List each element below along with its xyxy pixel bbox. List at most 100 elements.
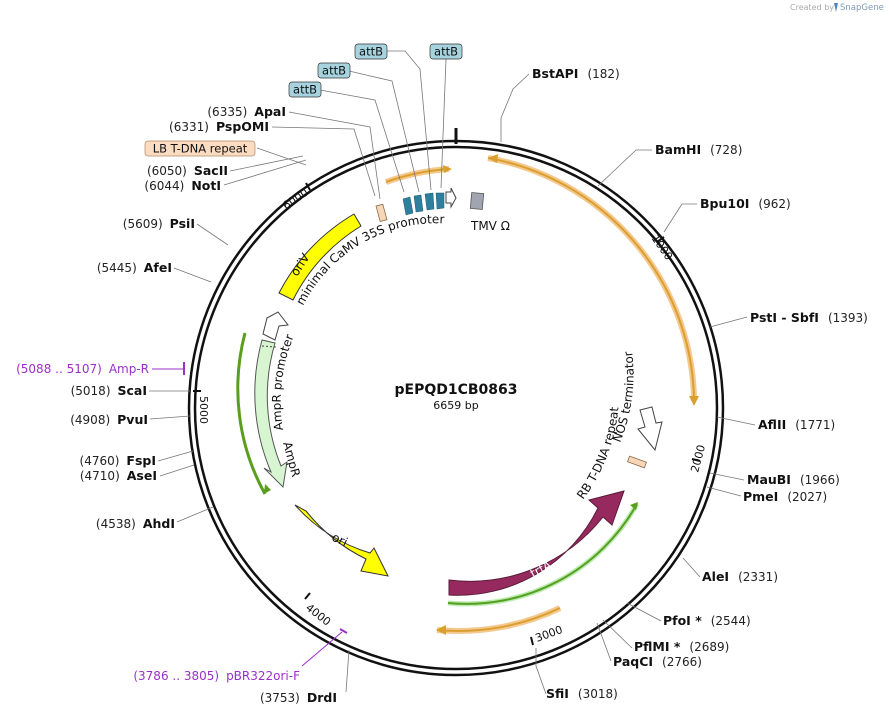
tick-mark-2000 [691,458,701,462]
tick-mark-3000 [530,636,534,646]
enzyme-pspomi: (6331)PspOMI [169,119,269,134]
leader-line [535,648,547,695]
features [236,154,699,635]
orange-small-arrowhead [443,165,452,173]
lb-repeat-block [375,203,388,222]
orange-feature-arrowhead-start [488,154,498,163]
enzyme-pmei: PmeI(2027) [743,489,827,504]
orange-bottom-arrowhead [436,625,446,635]
oriv-arrow [278,213,362,301]
orange-feature-glow [487,155,697,399]
leader-line [256,147,307,166]
green-feature-arrowhead [630,502,638,510]
ori-arrow [294,504,389,577]
enzyme-asei: (4710)AseI [80,468,157,483]
leader-line [348,70,420,193]
ampr-arrow [254,339,288,489]
tick-label-6000: 6000 [280,186,310,213]
lb-repeat-box-label: LB T-DNA repeat [153,142,248,156]
ampr-promoter-arrow [262,311,289,341]
attb-segment [402,196,414,216]
leader-line [706,486,742,497]
attb-label: attB [293,83,317,97]
leader-line [596,622,612,662]
enzyme-labels-right: BstAPI(182) BamHI(728) Bpu10I(962) PstI … [532,66,868,701]
leader-line [271,126,376,197]
ampr-direction-line [236,332,267,495]
leader-line [663,203,697,233]
leader-line [223,159,307,186]
enzyme-sfii: SfiI(3018) [546,686,618,701]
attb-label: attB [434,45,458,59]
leader-line [159,464,195,477]
enzyme-bamhi: BamHI(728) [655,142,742,157]
leader-line [288,111,381,200]
primer-pbr322ori-f: (3786 .. 3805)pBR322ori-F [133,669,300,683]
credit-created-by: Created by [790,3,834,12]
leader-line [682,557,701,578]
orange-feature-arrowhead [689,396,699,406]
snapgene-credit: Created by SnapGene [790,3,884,13]
enzyme-psii: (5609)PsiI [123,216,195,231]
enzyme-aflii: AflII(1771) [758,417,835,432]
leader-line [157,450,194,462]
ori-label: ori [330,530,350,549]
attb-box [317,62,351,79]
enzyme-bpu10i: Bpu10I(962) [700,196,791,211]
tick-label-2000: 2000 [688,443,708,473]
leader-line [176,506,214,523]
plasmid-size: 6659 bp [433,399,478,412]
enzyme-pvui: (4908)PvuI [70,412,148,427]
leader-line [626,602,662,622]
tick-label-5000: 5000 [197,396,210,424]
attb-box [429,43,463,60]
tmv-omega-block [469,192,485,210]
enzyme-noti: (6044)NotI [144,178,221,193]
enzyme-ahdi: (4538)AhdI [96,516,175,531]
enzyme-scai: (5018)ScaI [71,383,147,398]
enzyme-labels-left: (3753)DrdI (4538)AhdI (4710)AseI (4760)F… [70,104,337,705]
leader-line [597,149,652,187]
enzyme-psti-sbfi: PstI - SbfI(1393) [750,310,868,325]
plasmid-backbone [187,128,725,677]
enzyme-alei: AleI(2331) [702,569,778,584]
attb-segments [402,192,445,216]
tick-mark-4000 [304,592,311,600]
ampr-direction-arrowhead [264,484,271,494]
tick-mark-6000 [305,182,311,191]
leader-line [602,619,633,649]
leader-line [500,73,530,142]
credit-app: SnapGene [840,3,884,13]
attb-segment [435,192,445,210]
snapgene-logo-icon [834,3,838,12]
leader-line [345,649,350,693]
enzyme-paqci: PaqCI(2766) [613,654,702,669]
boxed-feature-labels: attB attB attB attB LB T-DNA repeat [144,43,463,157]
enzyme-afei: (5445)AfeI [97,260,172,275]
attb-segment [424,192,435,211]
leader-line [386,50,432,191]
orange-small-arrow-glow [384,166,450,185]
attb-box [354,43,388,60]
attb-label: attB [359,45,383,59]
enzyme-drdi: (3753)DrdI [260,690,337,705]
tick-label-1000: 1000 [649,232,676,262]
trfa-arrow [448,490,625,596]
primer-labels: (5088 .. 5107)Amp-R (3786 .. 3805)pBR322… [16,362,300,683]
leader-line [229,155,304,172]
camv-promoter-arrow [445,187,457,209]
nos-terminator-label: NOS terminator [610,351,637,445]
primer-amp-r: (5088 .. 5107)Amp-R [16,362,149,376]
pbr322ori-f-primer-mark [339,628,348,634]
leader-line [196,223,229,246]
leader-line [709,472,745,481]
leader-line [440,58,447,189]
orange-feature-arrow [487,157,695,399]
enzyme-sacii: (6050)SacII [147,163,228,178]
rb-repeat-block [627,455,647,469]
attb-box [288,81,322,98]
plasmid-name: pEPQD1CB0863 [394,382,517,398]
primer-markers [152,362,348,667]
rb-repeat-label: RB T-DNA repeat [574,406,621,502]
